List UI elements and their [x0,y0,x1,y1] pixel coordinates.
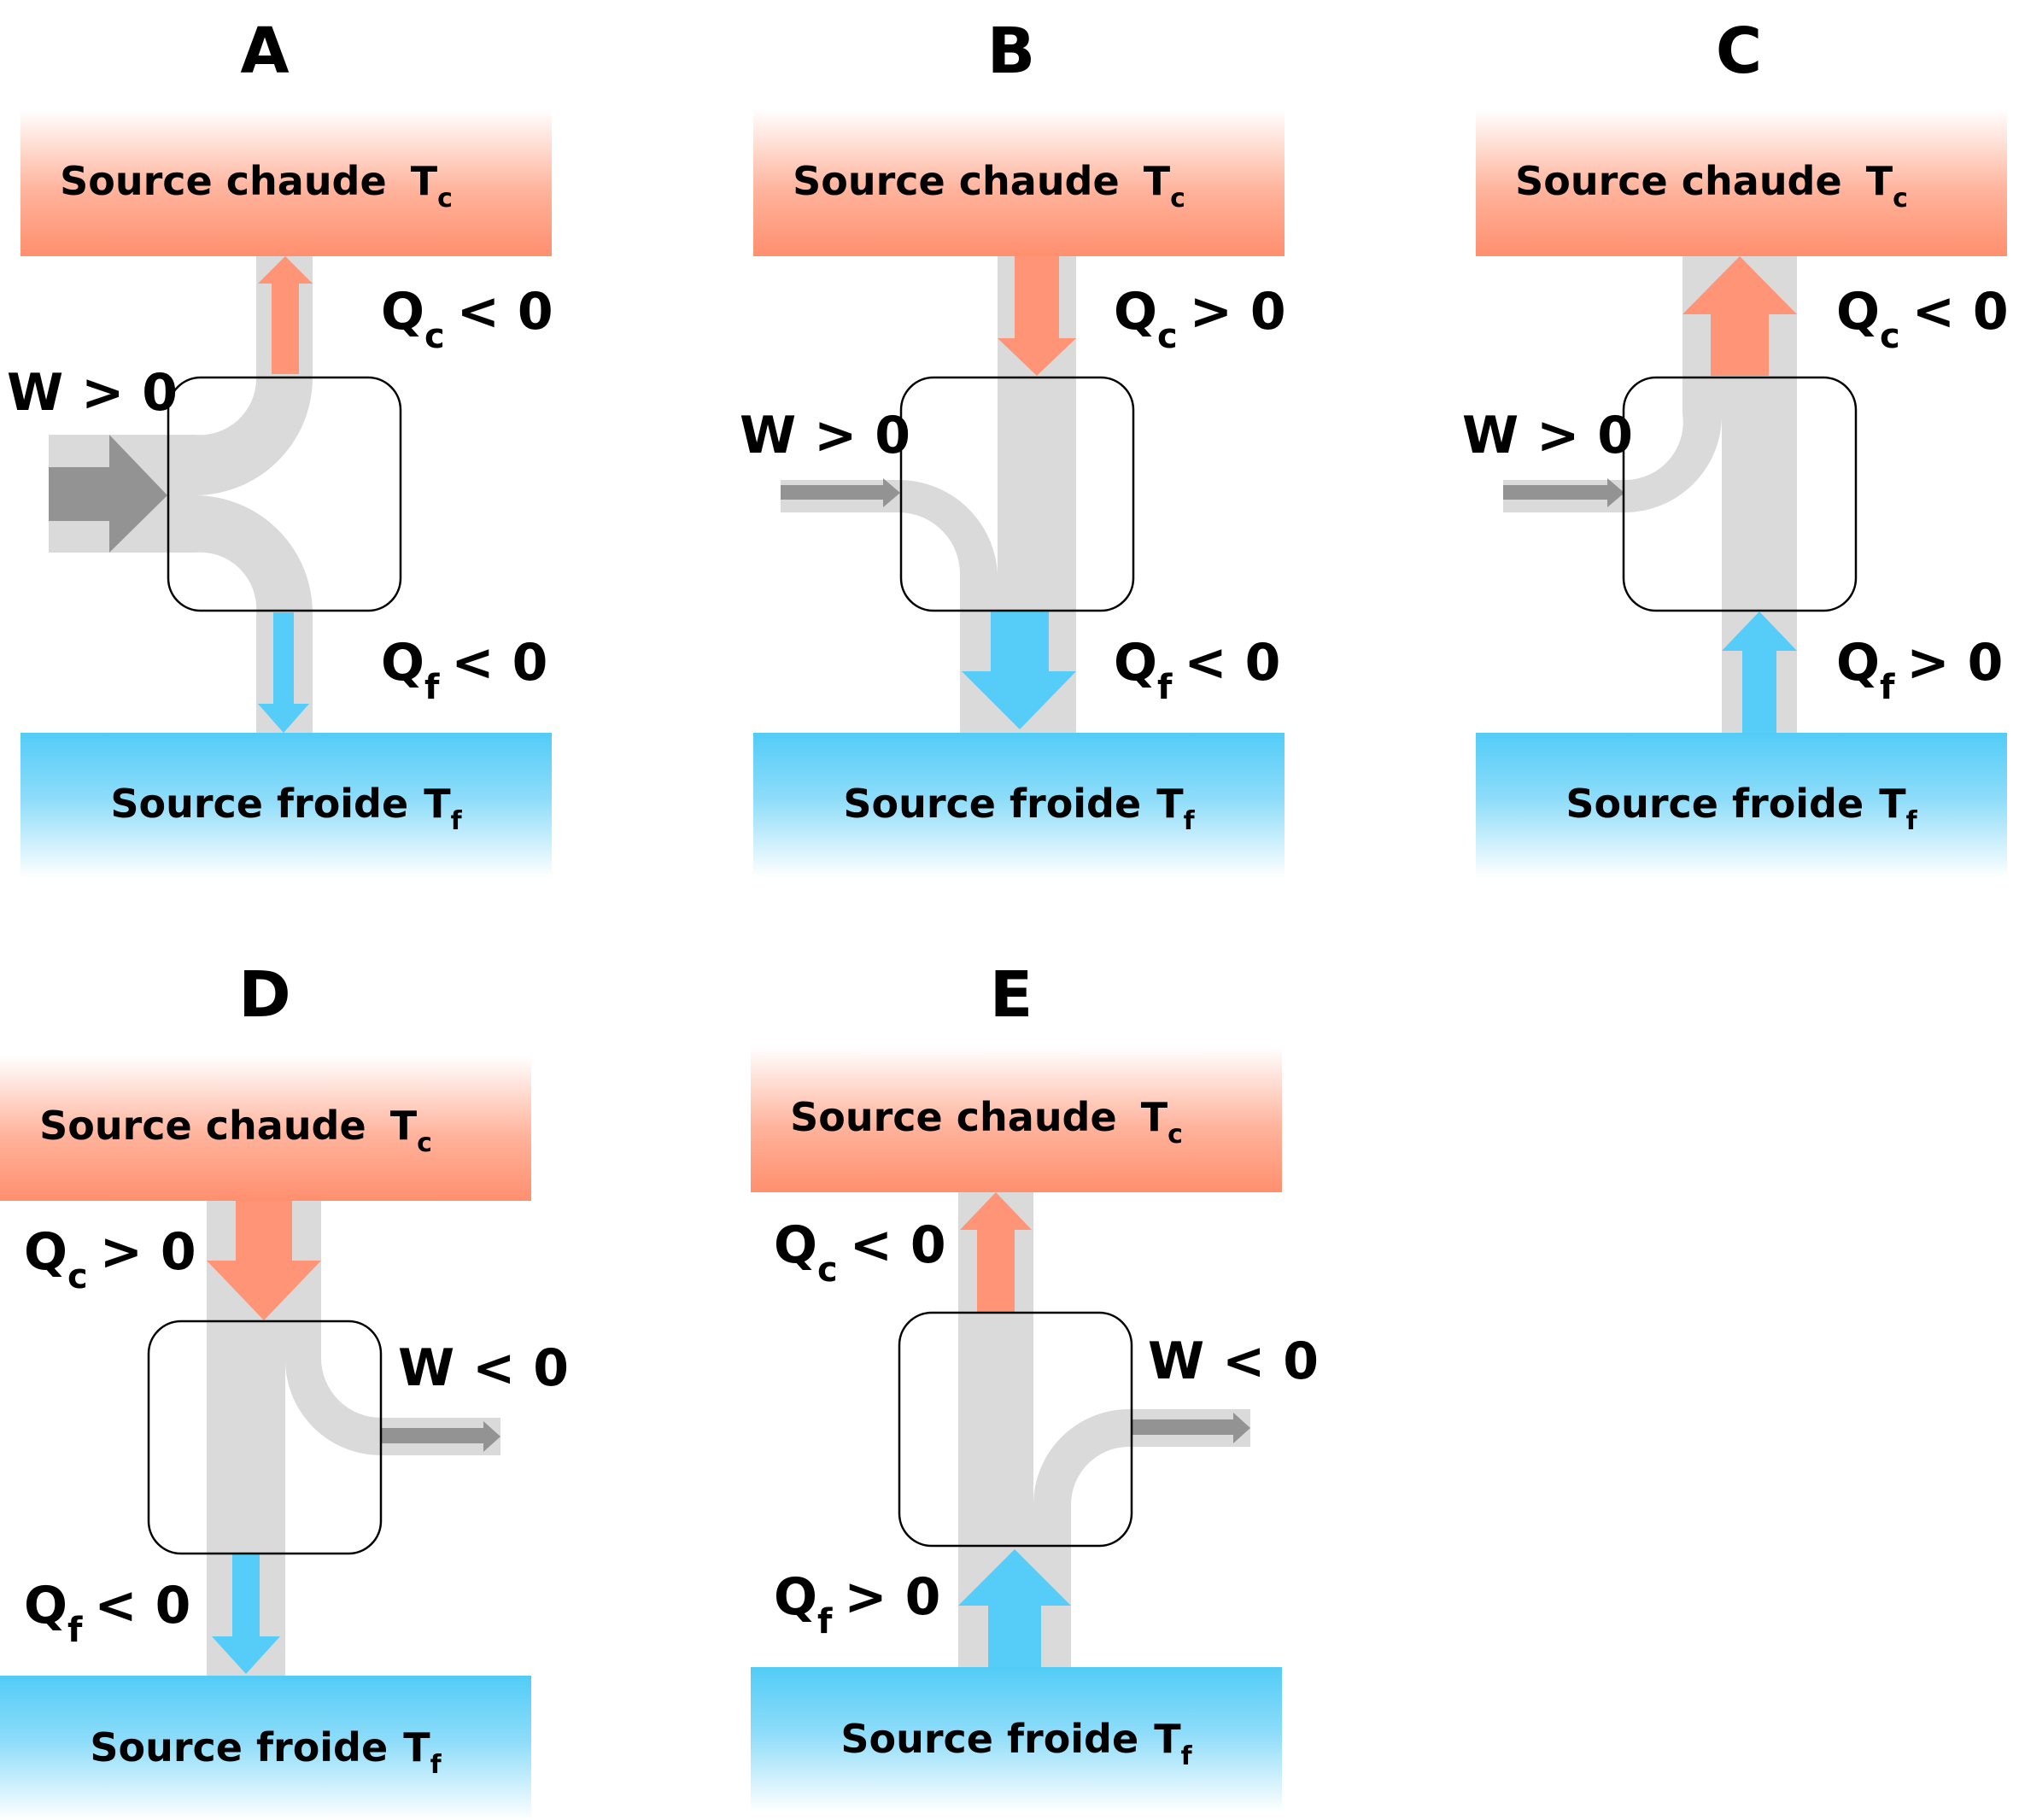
hot-source-box [1476,109,2007,256]
work-arrow [1503,478,1624,507]
panel-letter: E [990,958,1033,1032]
panel-letter: B [987,15,1035,88]
engine-box [147,1320,383,1555]
cold-source-box [751,1667,1282,1812]
w-label: W > 0 [740,406,910,465]
work-arrow [1131,1413,1250,1443]
w-label: W > 0 [1462,406,1633,465]
work-arrow [381,1421,500,1452]
qc-arrow [998,256,1076,376]
qf-arrow [962,612,1076,729]
qc-arrow [960,1192,1032,1312]
qf-label: Qf> 0 [774,1567,940,1642]
qf-label: Qf< 0 [1114,633,1280,707]
engine-box [899,376,1135,612]
engine-box [1622,376,1858,612]
cold-source-box [1476,733,2007,878]
qc-label: Qc< 0 [774,1215,946,1290]
hot-source-box [20,109,552,256]
energy-band [781,480,998,733]
w-label: W < 0 [398,1338,569,1398]
qc-label: Qc< 0 [381,282,553,356]
hot-source-box [753,109,1285,256]
panel-letter: C [1716,15,1762,88]
w-label: W < 0 [1148,1331,1319,1391]
qf-label: Qf> 0 [1836,633,2003,707]
cold-source-box [20,733,552,878]
energy-band [49,495,313,733]
qc-arrow [258,256,313,374]
qf-label: Qf< 0 [381,633,547,707]
hot-source-box [751,1047,1282,1192]
qc-arrow [1682,256,1797,376]
qf-label: Qf< 0 [24,1576,190,1650]
qc-label: Qc> 0 [24,1222,196,1296]
panel-letter: D [238,958,290,1032]
work-arrow [781,478,900,507]
panel-letter: A [240,15,289,88]
cold-source-box [0,1676,531,1820]
qc-label: Qc> 0 [1114,282,1286,356]
qc-arrow [207,1201,321,1320]
qc-label: Qc< 0 [1836,282,2009,356]
w-label: W > 0 [7,363,178,423]
cold-source-box [753,733,1285,878]
qf-arrow [958,1549,1071,1667]
engine-box [167,376,402,612]
qf-arrow [258,612,309,733]
hot-source-box [0,1056,531,1201]
qf-arrow [1722,612,1797,733]
energy-band [49,256,313,495]
qf-arrow [212,1554,280,1674]
work-arrow [49,435,167,553]
engine-box [898,1311,1133,1548]
